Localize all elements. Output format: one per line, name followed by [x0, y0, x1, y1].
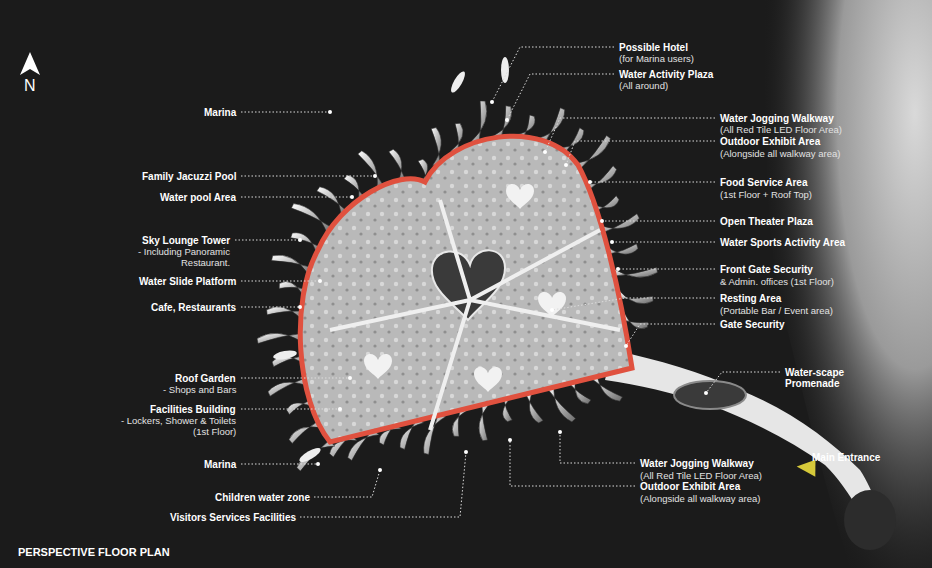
- callout-label: Sky Lounge Tower: [142, 235, 230, 246]
- building-blade: [479, 404, 490, 441]
- callout-label: (Alongside all walkway area): [720, 148, 840, 159]
- entrance-garden: [844, 490, 896, 550]
- callout-label: Marina: [204, 459, 236, 470]
- island-plaza: [300, 136, 632, 442]
- callout-label: Facilities Building: [150, 404, 236, 415]
- callout-label: Promenade: [785, 378, 839, 389]
- building-blade: [493, 106, 511, 138]
- heart-pool: [474, 367, 502, 392]
- callout-label: Outdoor Exhibit Area: [640, 481, 740, 492]
- callout-label: Resting Area: [720, 293, 781, 304]
- callout-label: (1st Floor): [193, 426, 236, 437]
- callout-label: (1st Floor + Roof Top): [720, 189, 812, 200]
- callout-label: Gate Security: [720, 319, 784, 330]
- plan-caption: PERSPECTIVE FLOOR PLAN: [18, 547, 170, 558]
- callout-label: - Including Panoramic: [138, 246, 230, 257]
- building-blade: [600, 214, 639, 233]
- jogging-walkway: [300, 136, 632, 442]
- callout-label: - Shops and Bars: [163, 384, 236, 395]
- callout-label: Front Gate Security: [720, 264, 813, 275]
- callout-label: Main Entrance: [812, 452, 880, 463]
- callout-label: (Portable Bar / Event area): [720, 305, 833, 316]
- building-blade: [358, 151, 383, 190]
- callout-label: Open Theater Plaza: [720, 216, 813, 227]
- leader-dots: [298, 100, 708, 472]
- callout-label: Water Sports Activity Area: [720, 237, 845, 248]
- boat: [449, 70, 468, 95]
- callout-label: Family Jacuzzi Pool: [142, 171, 236, 182]
- plaza-paths: [330, 200, 620, 430]
- north-label: N: [24, 78, 36, 94]
- promenade-pool: [674, 381, 746, 409]
- callout-label: Children water zone: [215, 492, 310, 503]
- callout-label: Possible Hotel: [619, 42, 688, 53]
- building-blade: [268, 379, 307, 397]
- callout-label: Outdoor Exhibit Area: [720, 136, 820, 147]
- building-blade: [607, 244, 638, 254]
- leader-lines: [235, 47, 780, 517]
- callout-label: Water Jogging Walkway: [720, 113, 834, 124]
- boat: [298, 446, 323, 465]
- callout-label: Water pool Area: [160, 192, 236, 203]
- callout-label: - Lockers, Shower & Toilets: [121, 415, 236, 426]
- callout-label: Water-scape: [785, 367, 844, 378]
- callout-label: Food Service Area: [720, 177, 807, 188]
- callout-label: (Alongside all walkway area): [640, 493, 760, 504]
- callout-label: Water Slide Platform: [139, 276, 236, 287]
- callout-label: Cafe, Restaurants: [151, 302, 236, 313]
- callout-label: Restaurant.: [181, 257, 230, 268]
- building-blade: [471, 101, 487, 142]
- callout-label: Visitors Services Facilities: [170, 512, 296, 523]
- heart-pool: [364, 354, 392, 379]
- building-blade: [257, 333, 302, 343]
- north-arrow: [20, 52, 40, 75]
- callout-label: (All Red Tile LED Floor Area): [720, 124, 842, 135]
- callout-label: & Admin. offices (1st Floor): [720, 276, 834, 287]
- callout-label: Marina: [204, 107, 236, 118]
- building-blade: [279, 281, 304, 296]
- building-blade: [272, 255, 311, 275]
- boat: [272, 349, 297, 361]
- building-blade: [267, 307, 302, 319]
- callout-label: (All around): [619, 80, 668, 91]
- callout-label: Water Jogging Walkway: [640, 458, 754, 469]
- promenade: [605, 350, 885, 535]
- callout-label: (All Red Tile LED Floor Area): [640, 470, 762, 481]
- callout-label: Roof Garden: [175, 373, 236, 384]
- building-blade: [291, 204, 331, 235]
- building-blade: [619, 290, 653, 304]
- callout-label: (for Marina users): [619, 53, 694, 64]
- building-blades: [257, 101, 658, 471]
- building-blade: [516, 115, 535, 137]
- building-blade: [297, 441, 335, 472]
- heart-pool: [506, 184, 534, 209]
- heart-pool: [538, 292, 566, 317]
- callout-label: Water Activity Plaza: [619, 69, 713, 80]
